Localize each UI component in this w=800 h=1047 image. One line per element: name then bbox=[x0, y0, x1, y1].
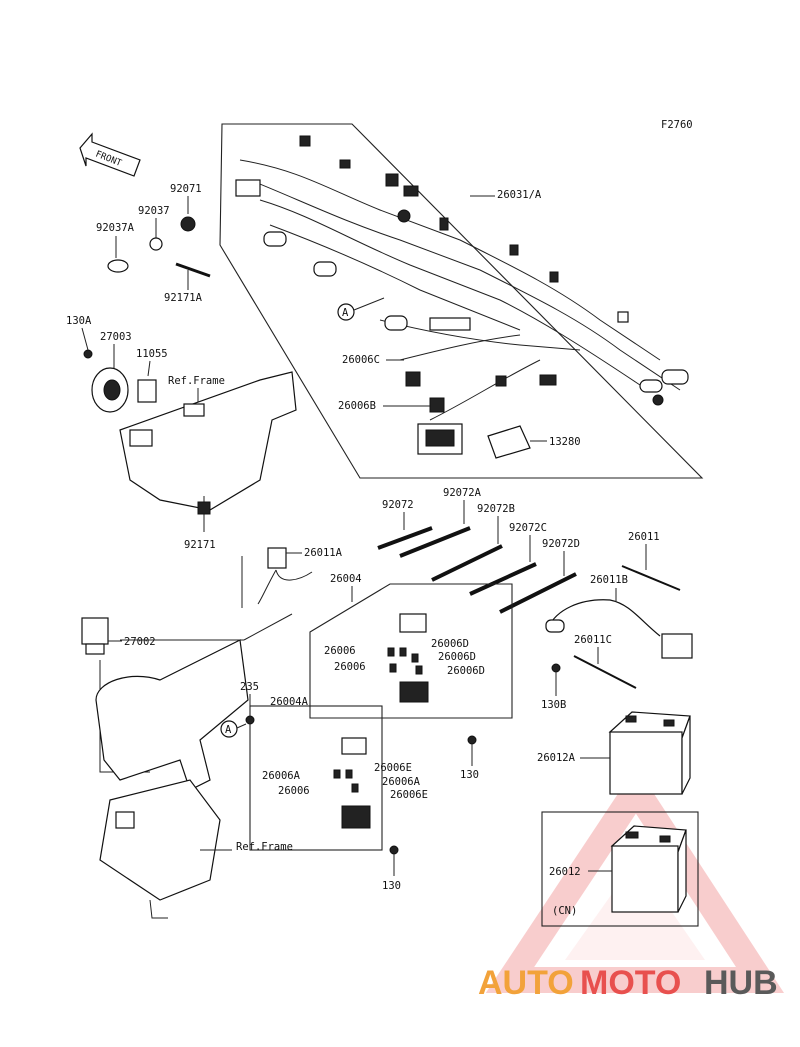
clamp-92037a-icon bbox=[107, 259, 129, 273]
label-26006b: 26006B bbox=[338, 400, 376, 412]
label-13280: 13280 bbox=[549, 436, 581, 448]
label-cn: (CN) bbox=[552, 905, 577, 917]
callout-a-harness-label: A bbox=[342, 307, 349, 319]
label-26004a: 26004A bbox=[270, 696, 309, 708]
harness-frame bbox=[219, 123, 704, 479]
label-26012: 26012 bbox=[549, 866, 581, 878]
label-ref-frame-2: Ref.Frame bbox=[236, 841, 293, 853]
horn-area: 130A 27003 11055 Ref.Frame 92171 bbox=[66, 315, 297, 551]
label-26006e-a: 26006E bbox=[374, 762, 412, 774]
label-26006-c: 26006 bbox=[278, 785, 310, 797]
callout-a-lower: A 235 bbox=[220, 681, 259, 738]
figure-code: F2760 bbox=[661, 119, 693, 131]
label-130b: 130B bbox=[541, 699, 566, 711]
label-26006e-b: 26006E bbox=[390, 789, 428, 801]
label-26011: 26011 bbox=[628, 531, 660, 543]
label-92072: 92072 bbox=[382, 499, 414, 511]
fusebox-26004a: 26004A 26006E 26006A 26006A 26006 26006E bbox=[262, 696, 428, 829]
fusebox-26004a-frame bbox=[249, 705, 383, 851]
label-130-b: 130 bbox=[382, 880, 401, 892]
label-92037: 92037 bbox=[138, 205, 170, 217]
bolt-130a-icon bbox=[83, 349, 93, 359]
lead-wires: 26011 26011B 26011C 130B bbox=[541, 531, 693, 711]
label-26011b: 26011B bbox=[590, 574, 628, 586]
label-92037a: 92037A bbox=[96, 222, 135, 234]
bracket-92171a-icon bbox=[175, 262, 211, 278]
label-92071: 92071 bbox=[170, 183, 202, 195]
label-130a: 130A bbox=[66, 315, 92, 327]
label-26031a: 26031/A bbox=[497, 189, 542, 201]
frame-section-lower: Ref.Frame bbox=[95, 556, 293, 919]
callout-a-harness: A bbox=[337, 297, 385, 321]
front-arrow-icon: FRONT bbox=[79, 132, 141, 177]
label-26006d-c: 26006D bbox=[447, 665, 485, 677]
frame-section-upper bbox=[119, 371, 297, 511]
clamp-92171-icon bbox=[197, 501, 211, 515]
bolts-130: 130 130 bbox=[382, 735, 479, 892]
label-92072d: 92072D bbox=[542, 538, 580, 550]
label-ref-frame-1: Ref.Frame bbox=[168, 375, 225, 387]
label-92171a: 92171A bbox=[164, 292, 203, 304]
label-27003: 27003 bbox=[100, 331, 132, 343]
label-26011a: 26011A bbox=[304, 547, 343, 559]
cn-battery-frame bbox=[541, 811, 699, 927]
label-26006-b: 26006 bbox=[334, 661, 366, 673]
clamp-92037-icon bbox=[149, 237, 163, 251]
label-26006d-b: 26006D bbox=[438, 651, 476, 663]
label-26006d-a: 26006D bbox=[431, 638, 469, 650]
callout-a-lower-label: A bbox=[225, 724, 232, 736]
watermark-logo: AUTO MOTO HUB bbox=[478, 964, 778, 1002]
label-26006c: 26006C bbox=[342, 354, 380, 366]
label-26011c: 26011C bbox=[574, 634, 612, 646]
label-26006-a: 26006 bbox=[324, 645, 356, 657]
relay-26011a: 26011A bbox=[257, 547, 343, 605]
label-26012a: 26012A bbox=[537, 752, 576, 764]
battery-26012: 26012 (CN) bbox=[549, 825, 687, 917]
label-92072a: 92072A bbox=[443, 487, 482, 499]
label-26004: 26004 bbox=[330, 573, 362, 585]
battery-26012a: 26012A bbox=[537, 711, 691, 795]
bracket-11055-icon bbox=[137, 379, 157, 403]
relay-27002: 27002 bbox=[81, 617, 156, 655]
label-92072b: 92072B bbox=[477, 503, 515, 515]
label-92072c: 92072C bbox=[509, 522, 547, 534]
label-27002: 27002 bbox=[124, 636, 156, 648]
label-92171: 92171 bbox=[184, 539, 216, 551]
label-130-a: 130 bbox=[460, 769, 479, 781]
wire-harness-drawing bbox=[235, 135, 689, 459]
label-26006a-b: 26006A bbox=[382, 776, 421, 788]
label-26006a-a: 26006A bbox=[262, 770, 301, 782]
bolt-130b-icon bbox=[551, 663, 561, 673]
label-11055: 11055 bbox=[136, 348, 168, 360]
watermark-moto: MOTO bbox=[580, 964, 681, 1002]
label-235: 235 bbox=[240, 681, 259, 693]
fusebox-26004: 26004 26006 26006 26006D 26006D 26006D bbox=[324, 573, 485, 703]
watermark-auto: AUTO bbox=[478, 964, 574, 1002]
fusebox-26004-frame bbox=[309, 583, 513, 719]
band-parts: 92072 92072A 92072B 92072C 92072D bbox=[377, 487, 580, 614]
harness-labels: 26031/A 26006C 26006B 13280 bbox=[338, 189, 581, 448]
grommet-92071-icon bbox=[180, 216, 196, 232]
watermark-hub: HUB bbox=[704, 964, 778, 1002]
upper-left-parts: 92071 92037 92037A 92171A bbox=[96, 183, 211, 304]
